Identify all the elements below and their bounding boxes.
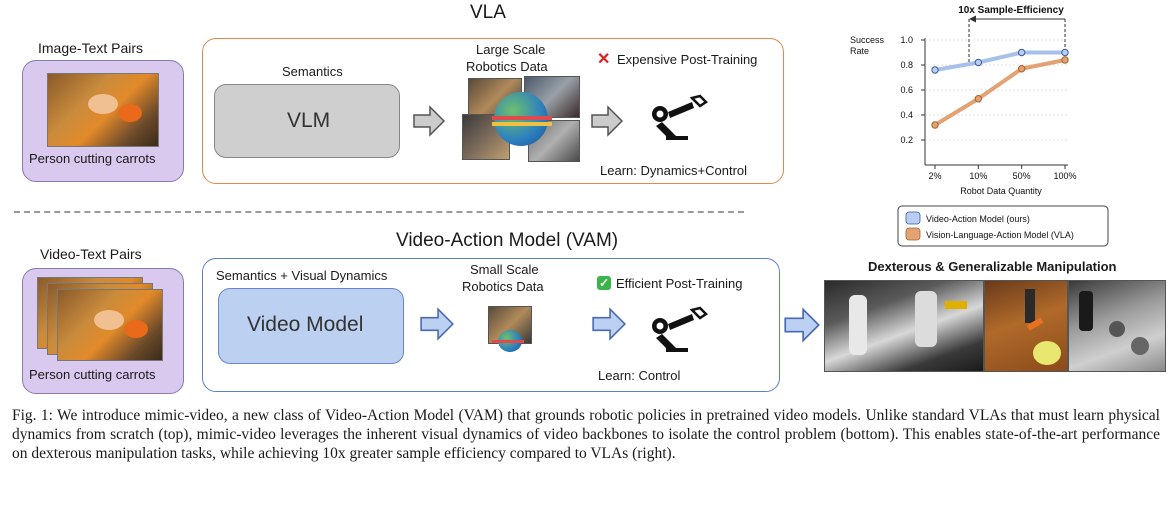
vam-title: Video-Action Model (VAM) (396, 230, 619, 251)
video-model-box: Video Model (218, 288, 404, 364)
legend-swatch (905, 227, 921, 241)
video-text-pairs-label: Video-Text Pairs (40, 246, 142, 262)
arrow-right-icon (592, 307, 627, 341)
data-point (1061, 48, 1069, 57)
x-tick-label: 50% (1013, 171, 1031, 181)
x-tick-label: 10% (969, 171, 987, 181)
vam-data-label-2: Robotics Data (462, 279, 544, 294)
image-text-pairs-label: Image-Text Pairs (38, 40, 144, 56)
video-text-pairs-box: Person cutting carrots (22, 268, 184, 394)
video-frame-front (57, 289, 163, 361)
check-mark-icon: ✓ (597, 276, 611, 290)
x-axis-label: Robot Data Quantity (960, 186, 1042, 196)
arrow-right-icon (591, 105, 624, 137)
dexterous-robot-photo (824, 280, 984, 372)
data-point (974, 58, 983, 67)
video-model-label: Video Model (247, 313, 364, 336)
legend-label: Video-Action Model (ours) (926, 214, 1030, 224)
arrow-left-icon (969, 15, 976, 23)
vlm-box: VLM (214, 84, 400, 158)
vla-learn-label: Learn: Dynamics+Control (600, 163, 748, 178)
figure-caption: Fig. 1: We introduce mimic-video, a new … (12, 407, 1160, 462)
section-divider (14, 211, 744, 213)
vla-data-label-1: Large Scale (476, 42, 546, 57)
y-tick-label: 0.4 (900, 110, 913, 120)
robot-arm-icon (652, 306, 708, 352)
vla-pipeline-box (202, 38, 784, 184)
data-point (931, 121, 939, 129)
carrot-grasp-photo (984, 280, 1068, 372)
y-tick-label: 1.0 (900, 35, 913, 45)
image-text-pairs-caption: Person cutting carrots (29, 151, 156, 166)
chart-title: 10x Sample-Efficiency (958, 5, 1064, 16)
legend-label: Vision-Language-Action Model (VLA) (926, 230, 1074, 240)
arrow-right-icon (420, 307, 455, 341)
y-tick-label: 0.8 (900, 60, 913, 70)
vlm-label: VLM (287, 109, 331, 132)
data-point (974, 95, 983, 103)
robot-arm-icon (652, 94, 708, 140)
x-tick-label: 100% (1053, 171, 1076, 181)
vla-data-label-2: Robotics Data (466, 59, 548, 74)
series-line-vla (933, 58, 1067, 127)
data-point (1061, 56, 1069, 64)
arrow-right-icon (784, 307, 820, 343)
y-tick-label: 0.6 (900, 85, 913, 95)
vam-data-label-1: Small Scale (470, 262, 539, 277)
x-tick-label: 2% (928, 171, 941, 181)
data-point (931, 66, 939, 74)
vam-pipeline-box (202, 258, 780, 392)
data-point (1017, 48, 1026, 57)
tabletop-objects-photo (1068, 280, 1166, 372)
image-text-pairs-box: Person cutting carrots (22, 60, 184, 182)
carrot-cutting-image (47, 73, 159, 147)
small-robotics-data-collage (488, 306, 532, 354)
expensive-posttraining-label: Expensive Post-Training (617, 52, 758, 67)
vla-title: VLA (470, 2, 506, 23)
manipulation-title: Dexterous & Generalizable Manipulation (868, 259, 1117, 274)
vam-semantics-label: Semantics + Visual Dynamics (216, 268, 388, 283)
chart-legend (897, 205, 1109, 247)
y-tick-label: 0.2 (900, 135, 913, 145)
cross-mark-icon: ✕ (597, 51, 611, 68)
video-text-pairs-caption: Person cutting carrots (29, 367, 156, 382)
arrow-right-icon (413, 105, 446, 137)
large-robotics-data-collage (462, 76, 580, 162)
vla-semantics-label: Semantics (282, 64, 343, 79)
vam-learn-label: Learn: Control (598, 368, 681, 383)
data-point (1017, 65, 1026, 73)
efficient-posttraining-label: Efficient Post-Training (616, 276, 743, 291)
series-line-vam (933, 50, 1067, 72)
legend-swatch (905, 211, 921, 225)
